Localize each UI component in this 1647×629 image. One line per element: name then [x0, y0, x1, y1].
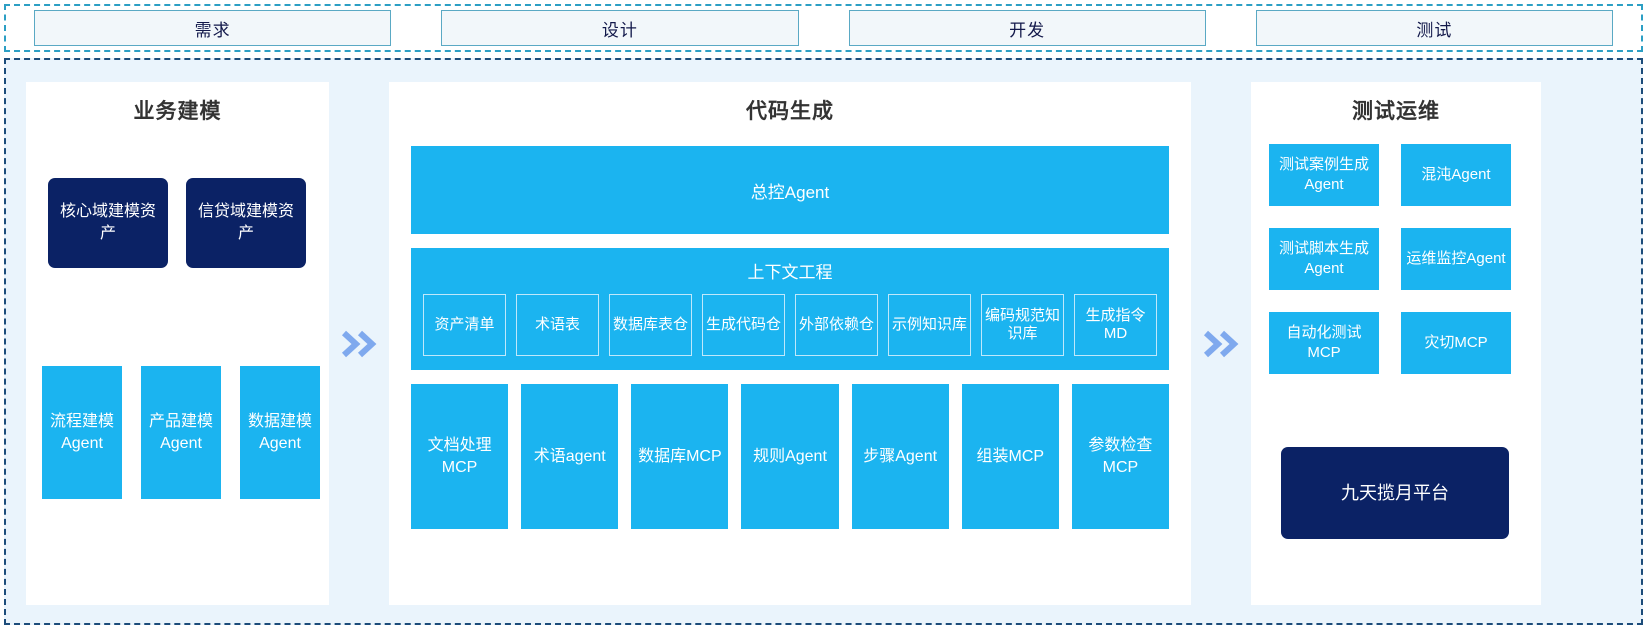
- double-chevron-right-icon: [341, 330, 377, 357]
- tool-card-document-processing-mcp[interactable]: 文档处理MCP: [411, 384, 509, 529]
- phase-label: 开发: [1009, 20, 1046, 40]
- tool-card-step-agent[interactable]: 步骤Agent: [851, 384, 949, 529]
- test-ops-grid: 测试案例生成Agent 混沌Agent 测试脚本生成Agent 运维监控Agen…: [1269, 144, 1521, 374]
- phase-box-requirements[interactable]: 需求: [34, 10, 392, 46]
- context-engineering-title: 上下文工程: [747, 263, 833, 282]
- tool-card-label: 参数检查MCP: [1088, 436, 1153, 476]
- code-generation-content: 总控Agent 上下文工程 资产清单 术语表 数据库表仓: [411, 146, 1169, 529]
- context-item-generated-code-repo[interactable]: 生成代码仓: [702, 294, 785, 356]
- tool-card-database-mcp[interactable]: 数据库MCP: [631, 384, 729, 529]
- test-ops-card-label: 运维监控Agent: [1406, 249, 1506, 267]
- agent-card-product-modeling[interactable]: 产品建模Agent: [141, 366, 221, 499]
- context-item-generation-instruction-md[interactable]: 生成指令MD: [1074, 294, 1157, 356]
- context-item-external-dependency-repo[interactable]: 外部依赖仓: [795, 294, 878, 356]
- panel-title-test-ops: 测试运维: [1352, 100, 1440, 123]
- platform-card-label: 九天揽月平台: [1341, 482, 1449, 503]
- panel-code-generation: 代码生成 总控Agent 上下文工程 资产清单 术语表: [389, 82, 1191, 605]
- context-item-glossary[interactable]: 术语表: [516, 294, 599, 356]
- test-ops-card-label: 混沌Agent: [1421, 165, 1491, 183]
- arrow-center-to-right-container: [1191, 82, 1251, 605]
- phase-label: 设计: [601, 20, 638, 40]
- tool-card-label: 术语agent: [533, 447, 606, 465]
- context-item-label: 资产清单: [434, 316, 495, 333]
- context-item-coding-standard-knowledge-base[interactable]: 编码规范知识库: [981, 294, 1064, 356]
- test-ops-card-test-case-generation-agent[interactable]: 测试案例生成Agent: [1269, 144, 1379, 206]
- phase-box-design[interactable]: 设计: [441, 10, 799, 46]
- double-chevron-right-icon: [1203, 330, 1239, 357]
- asset-card-label: 信贷域建模资产: [197, 203, 294, 242]
- platform-card-jiutian-lanyue[interactable]: 九天揽月平台: [1281, 447, 1509, 539]
- context-engineering-block: 上下文工程 资产清单 术语表 数据库表仓 生成代码仓: [411, 248, 1169, 370]
- test-ops-card-label: 测试脚本生成Agent: [1278, 239, 1369, 277]
- context-items-row: 资产清单 术语表 数据库表仓 生成代码仓 外部依赖仓: [423, 294, 1157, 356]
- context-item-db-table-repo[interactable]: 数据库表仓: [609, 294, 692, 356]
- agent-card-label: 数据建模Agent: [247, 412, 312, 452]
- test-ops-card-label: 测试案例生成Agent: [1278, 155, 1369, 193]
- test-ops-card-disaster-switch-mcp[interactable]: 灾切MCP: [1401, 312, 1511, 374]
- panel-test-ops: 测试运维 测试案例生成Agent 混沌Agent 测试脚本生成Agent 运维监…: [1251, 82, 1541, 605]
- context-item-label: 数据库表仓: [613, 316, 689, 333]
- context-item-label: 外部依赖仓: [799, 316, 875, 333]
- phase-box-testing[interactable]: 测试: [1255, 10, 1613, 46]
- tool-card-assembly-mcp[interactable]: 组装MCP: [961, 384, 1059, 529]
- tool-card-label: 数据库MCP: [638, 447, 722, 465]
- main-region: 业务建模 核心域建模资产 信贷域建模资产 流程建模Agent 产品建模Agent…: [4, 58, 1643, 625]
- panel-title-code-generation: 代码生成: [746, 100, 834, 123]
- tool-card-label: 文档处理MCP: [427, 436, 492, 476]
- business-assets-group: 核心域建模资产 信贷域建模资产: [48, 178, 306, 268]
- phase-strip: 需求 设计 开发 测试: [4, 4, 1643, 52]
- tool-card-parameter-check-mcp[interactable]: 参数检查MCP: [1071, 384, 1169, 529]
- context-item-example-knowledge-base[interactable]: 示例知识库: [888, 294, 971, 356]
- panel-title-business-modeling: 业务建模: [133, 100, 222, 123]
- phase-label: 测试: [1416, 20, 1453, 40]
- context-item-asset-list[interactable]: 资产清单: [423, 294, 506, 356]
- agent-card-label: 流程建模Agent: [49, 412, 114, 452]
- code-generation-tools-row: 文档处理MCP 术语agent 数据库MCP 规则Agent 步骤Agent: [411, 384, 1169, 529]
- test-ops-card-test-script-generation-agent[interactable]: 测试脚本生成Agent: [1269, 228, 1379, 290]
- context-item-label: 示例知识库: [892, 316, 968, 333]
- tool-card-rule-agent[interactable]: 规则Agent: [741, 384, 839, 529]
- master-agent-card[interactable]: 总控Agent: [411, 146, 1169, 234]
- business-agents-group: 流程建模Agent 产品建模Agent 数据建模Agent: [42, 366, 320, 499]
- agent-card-data-modeling[interactable]: 数据建模Agent: [240, 366, 320, 499]
- asset-card-core-domain[interactable]: 核心域建模资产: [48, 178, 168, 268]
- tool-card-label: 步骤Agent: [863, 447, 938, 465]
- arrow-left-to-center-container: [329, 82, 389, 605]
- agent-card-process-modeling[interactable]: 流程建模Agent: [42, 366, 122, 499]
- phase-box-development[interactable]: 开发: [848, 10, 1206, 46]
- agent-card-label: 产品建模Agent: [148, 412, 213, 452]
- context-item-label: 生成指令MD: [1085, 307, 1146, 342]
- phase-label: 需求: [194, 20, 231, 40]
- asset-card-credit-domain[interactable]: 信贷域建模资产: [186, 178, 306, 268]
- test-ops-card-automated-test-mcp[interactable]: 自动化测试MCP: [1269, 312, 1379, 374]
- tool-card-label: 规则Agent: [753, 447, 827, 465]
- tool-card-label: 组装MCP: [976, 447, 1045, 465]
- test-ops-card-label: 自动化测试MCP: [1286, 323, 1362, 361]
- test-ops-card-chaos-agent[interactable]: 混沌Agent: [1401, 144, 1511, 206]
- test-ops-card-ops-monitoring-agent[interactable]: 运维监控Agent: [1401, 228, 1511, 290]
- context-item-label: 生成代码仓: [706, 316, 782, 333]
- master-agent-label: 总控Agent: [750, 182, 830, 202]
- asset-card-label: 核心域建模资产: [59, 203, 156, 242]
- context-item-label: 编码规范知识库: [985, 307, 1061, 342]
- panel-business-modeling: 业务建模 核心域建模资产 信贷域建模资产 流程建模Agent 产品建模Agent…: [26, 82, 329, 605]
- test-ops-card-label: 灾切MCP: [1424, 333, 1488, 351]
- context-item-label: 术语表: [534, 316, 580, 333]
- tool-card-glossary-agent[interactable]: 术语agent: [521, 384, 619, 529]
